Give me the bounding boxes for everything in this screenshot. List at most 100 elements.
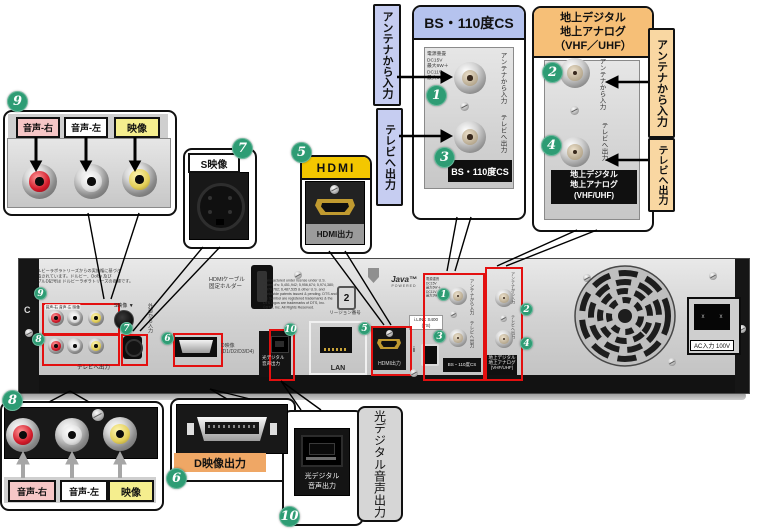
terrestrial-tv-out-callout-label: テレビへ出力 xyxy=(648,138,675,212)
tv-out-small-label: テレビへ出力 xyxy=(77,365,111,371)
bs-antenna-in-callout-label: アンテナから入力 xyxy=(373,4,401,106)
s-video-mark: S映像 ▼ xyxy=(114,303,134,309)
bs-tv-out-callout-label: テレビへ出力 xyxy=(376,108,403,206)
terrestrial-antenna-in-jack-label: アンテナから入力 xyxy=(598,58,605,110)
hdmi-cable-holder xyxy=(251,265,273,309)
audio-right-label: 音声-右 xyxy=(8,480,56,502)
number-badge-8: 8 xyxy=(32,333,45,346)
rca-jack-white xyxy=(55,418,89,452)
screw xyxy=(570,106,579,115)
bs-antenna-in-connector xyxy=(449,287,467,305)
bs-tv-out-label: テレビへ出力 xyxy=(470,321,475,348)
d-video-panel-label: D映像 (D1/D2/D3/D4) xyxy=(221,343,255,356)
s-video-connector xyxy=(197,183,245,231)
hdmi-port xyxy=(315,199,355,215)
s-video-output-outline xyxy=(121,334,148,366)
number-badge-10: 10 xyxy=(284,323,297,336)
dts-license-note: Manufactured under license under U.S. Pa… xyxy=(263,279,337,310)
terrestrial-title: 地上デジタル 地上アナログ （VHF／UHF） xyxy=(534,8,652,58)
d-video-photo xyxy=(176,404,288,454)
terrestrial-section-outline xyxy=(485,267,523,381)
lan-port-frame: LAN xyxy=(309,321,367,375)
bs-antenna-in-connector xyxy=(454,62,486,94)
rca-jack-yellow xyxy=(88,310,104,326)
hdmi-port xyxy=(377,339,401,349)
s-video-photo xyxy=(189,172,249,240)
terrestrial-tv-out-jack-label: テレビへ出力 xyxy=(600,122,607,161)
bs-photo-label: BS・110度CS xyxy=(448,160,512,182)
number-badge-1: 1 xyxy=(437,288,450,301)
number-badge-6: 6 xyxy=(161,332,174,345)
screw xyxy=(410,369,418,377)
hdmi-out-outline xyxy=(371,326,412,376)
ilink-i-mark: i xyxy=(413,347,415,354)
ilink-label: i.LINK S400 (TS) xyxy=(409,315,443,331)
terrestrial-antenna-in-label: アンテナから入力 xyxy=(511,272,516,304)
java-brand: Java™ xyxy=(391,275,417,284)
bs-power-note: 電源重畳 DC15V 最大6W＋ DC11V 最大3W xyxy=(426,278,441,298)
optical-connector xyxy=(301,435,343,467)
optical-port xyxy=(271,336,289,353)
bs-title: BS・110度CS xyxy=(414,7,524,40)
optical-photo: 光デジタル 音声出力 xyxy=(294,428,350,496)
screw xyxy=(25,329,33,337)
number-badge-10: 10 xyxy=(279,506,300,527)
optical-panel-label: 光デジタル 音声出力 xyxy=(262,355,285,366)
panel-bottom-strip xyxy=(19,375,749,393)
panel-left-bar: C xyxy=(19,259,39,393)
rca-jack-red xyxy=(22,164,57,199)
terrestrial-antenna-in-callout-label: アンテナから入力 xyxy=(648,28,675,138)
rca-jack-red xyxy=(6,418,40,452)
optical-photo-label: 光デジタル 音声出力 xyxy=(304,473,340,490)
panel-right-bar xyxy=(735,259,749,393)
terrestrial-photo-label: 地上デジタル 地上アナログ (VHF/UHF) xyxy=(551,170,637,204)
lan-label: LAN xyxy=(330,365,346,372)
d-video-title-bar: D映像出力 xyxy=(174,453,266,472)
screw xyxy=(738,325,746,333)
audio-left-label: 音声-左 xyxy=(60,480,108,502)
number-badge-7: 7 xyxy=(232,138,253,159)
region-number-badge: 2 xyxy=(337,286,356,310)
d-video-port xyxy=(175,337,217,357)
audio-right-label: 音声-右 xyxy=(16,117,60,138)
external-input-label: 外部から入力 xyxy=(147,303,153,333)
rca-jack-red xyxy=(48,310,64,326)
java-sub: POWERED xyxy=(391,284,417,288)
rca-jack-yellow xyxy=(103,417,137,451)
hdmi-photo: HDMI出力 xyxy=(305,181,365,245)
number-badge-9: 9 xyxy=(7,91,28,112)
bs-tv-out-connector xyxy=(449,329,467,347)
d-terminal-connector xyxy=(197,417,267,441)
number-badge-6: 6 xyxy=(166,468,187,489)
video-label: 映像 xyxy=(114,117,160,138)
hdmi-port-label-band: HDMI出力 xyxy=(306,224,364,244)
number-badge-5: 5 xyxy=(291,142,312,163)
audio-left-label: 音声-左 xyxy=(64,117,108,138)
region-label: リージョン番号 xyxy=(329,310,361,315)
certification-logo xyxy=(368,268,379,283)
screw xyxy=(500,315,507,322)
number-badge-3: 3 xyxy=(434,147,455,168)
screw xyxy=(330,185,339,194)
bs-power-note: 電源重畳 DC15V 最大6W＋ DC11V 最大3W xyxy=(427,52,449,81)
terrestrial-tv-out-connector xyxy=(560,137,590,167)
bs-tv-out-connector xyxy=(454,121,486,153)
d-video-title: D映像出力 xyxy=(194,457,246,470)
bs-tv-out-jack-label: テレビへ出力 xyxy=(499,114,506,153)
java-logo: Java™ POWERED xyxy=(384,275,424,288)
bs-section-outline xyxy=(423,273,485,381)
hdmi-holder-label: HDMIケーブル 固定ホルダー xyxy=(209,277,245,290)
hdmi-title: HDMI xyxy=(302,157,370,180)
rca-jack-white xyxy=(74,164,109,199)
terrestrial-tv-out-connector xyxy=(495,330,513,348)
panel-shadow xyxy=(20,392,746,400)
rca-jack-yellow xyxy=(122,162,157,197)
hdmi-out-panel: HDMI出力 xyxy=(373,328,406,370)
bs-antenna-in-jack-label: アンテナから入力 xyxy=(499,52,506,104)
rca-jack-red xyxy=(48,338,64,354)
rca-jack-yellow xyxy=(88,338,104,354)
region-number: 2 xyxy=(343,292,350,304)
mini-jack-labels: 音声-右 音声-左 映像 xyxy=(45,304,81,310)
screw xyxy=(583,274,591,282)
number-badge-3: 3 xyxy=(433,330,446,343)
